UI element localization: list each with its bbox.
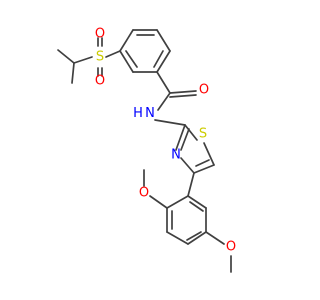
bond-isopropyl-methyl-a [57,49,75,64]
methoxy-oxygen-lower-label: O [226,240,236,255]
bond-thiazole-s-c5 [203,142,215,166]
bond-thiazole-to-phenyl [187,172,195,197]
bond-phenyl-to-methoxy-upper [149,195,168,209]
bond-benzene-double-2 [153,50,164,68]
bond-phenyl-double-2 [186,231,202,241]
bond-phenyl-a [187,195,207,209]
bond-benzene-b [156,29,171,52]
bond-phenyl-d [166,231,189,245]
bond-ring-to-sulfonyl [105,50,121,58]
bond-benzene-f [119,29,134,52]
bond-phenyl-f [166,195,189,209]
bond-thiazole-double-c2n [180,128,190,151]
bond-benzene-c [156,50,171,73]
bond-nh-to-thiazole [154,119,186,126]
bond-layer [57,29,232,273]
bond-thiazole-c4-n [180,157,195,174]
bond-phenyl-double-1 [189,201,204,212]
amide-nh-label: NH [133,106,155,121]
bond-s-isopropyl [73,56,93,64]
bond-benzene-e [119,50,134,73]
bond-phenyl-c [187,231,207,245]
bond-thiazole-c5-c4 [193,164,215,174]
sulfonyl-oxygen-top-label: O [95,27,105,42]
bond-thiazole-n-c2 [175,124,186,151]
bond-phenyl-to-methoxy-lower [205,231,225,245]
methoxy-oxygen-upper-label: O [139,186,149,201]
sulfonyl-oxygen-bottom-label: O [95,74,105,89]
bond-benzene-double-3 [125,50,138,68]
bond-carbonyl-to-nh [157,92,171,111]
thiazole-sulfur-label: S [199,127,207,142]
sulfonyl-sulfur-label: S [96,50,104,65]
carbonyl-oxygen-label: O [199,83,209,98]
bond-isopropyl-methyl-b [71,62,75,84]
bond-carbonyl-double-b [169,94,197,98]
bond-thiazole-c2-s [184,124,198,141]
bond-carbonyl-double-a [169,90,197,94]
bond-thiazole-double-c4c5 [195,159,210,167]
thiazole-nitrogen-label: N [171,148,181,163]
bond-ring-to-carbonyl [156,71,171,94]
